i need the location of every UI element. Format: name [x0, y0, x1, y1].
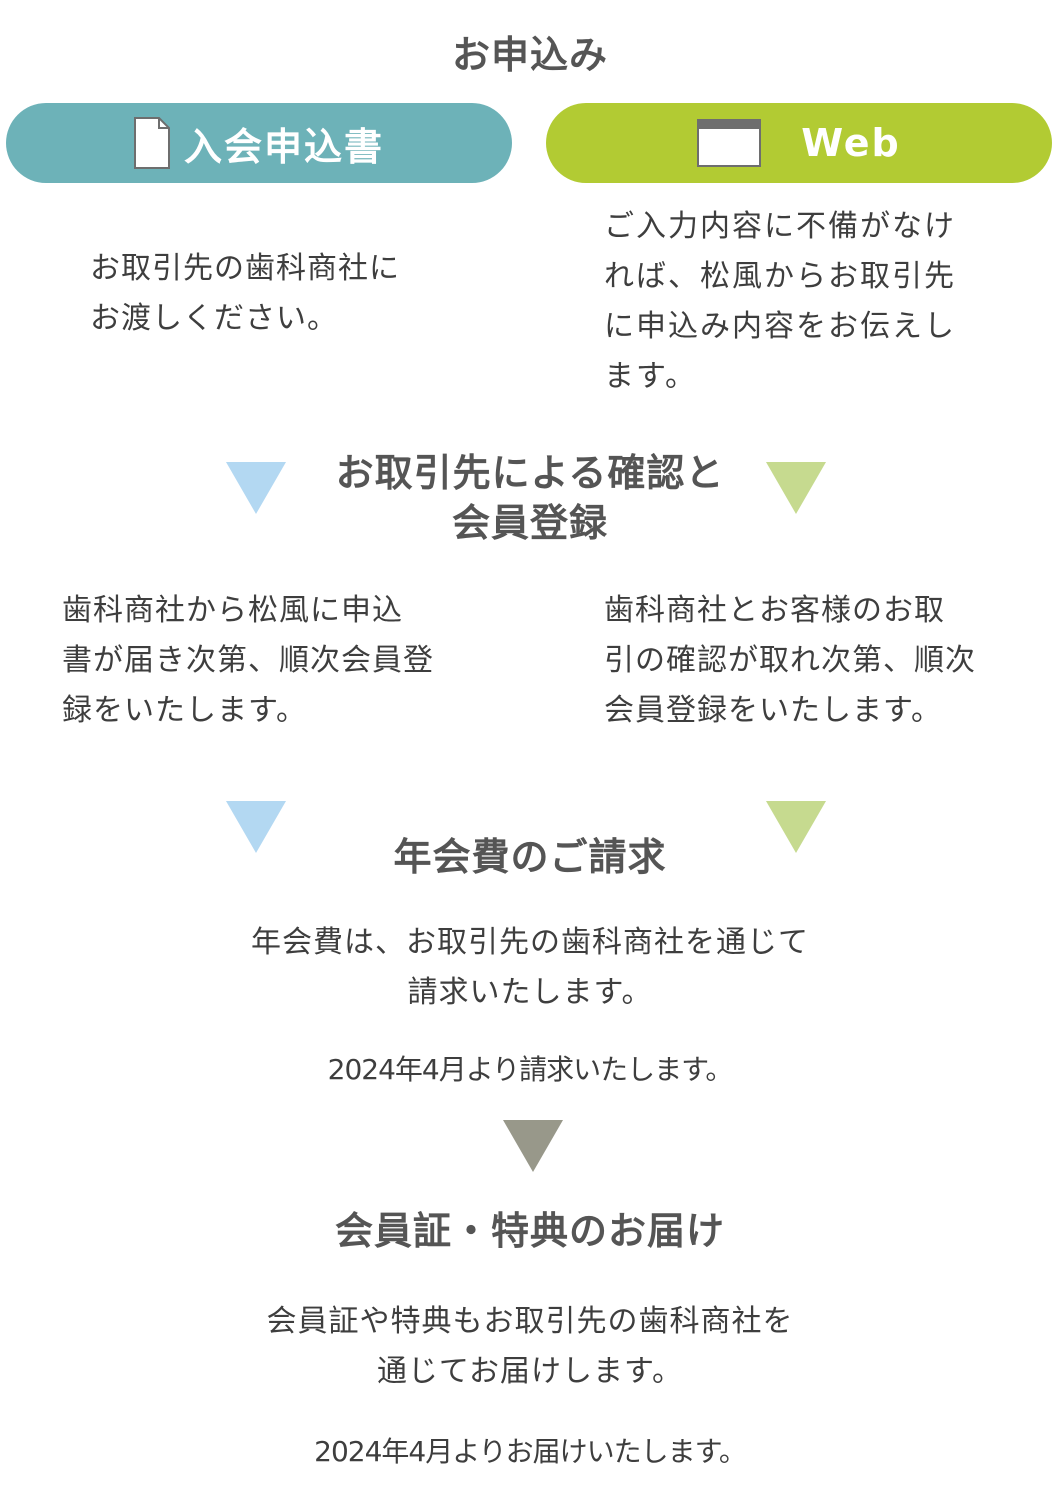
web-application-text: ご入力内容に不備がなけ れば、松風からお取引先 に申込み内容をお伝えし ます。: [604, 202, 1024, 402]
confirm-right-line: 引の確認が取れ次第、順次: [604, 643, 976, 678]
web-text-line: ご入力内容に不備がなけ: [604, 209, 956, 244]
fee-heading: 年会費のご請求: [393, 835, 667, 879]
fee-text-line: 請求いたします。: [407, 975, 653, 1010]
arrow-down-gray-icon: [503, 1120, 563, 1172]
confirm-heading: お取引先による確認と 会員登録: [0, 448, 1060, 548]
confirm-right-line: 会員登録をいたします。: [604, 693, 942, 728]
web-application-pill: Web: [546, 103, 1052, 183]
confirm-web-text: 歯科商社とお客様のお取 引の確認が取れ次第、順次 会員登録をいたします。: [604, 586, 1024, 736]
arrow-down-green-icon: [766, 462, 826, 514]
card-text-line: 通じてお届けします。: [376, 1354, 684, 1389]
confirm-paper-text: 歯科商社から松風に申込 書が届き次第、順次会員登 録をいたします。: [62, 586, 522, 736]
card-heading: 会員証・特典のお届け: [334, 1209, 725, 1253]
web-text-line: ます。: [604, 359, 697, 394]
arrow-down-green-icon: [766, 801, 826, 853]
paper-application-label: 入会申込書: [183, 124, 384, 169]
web-application-label: Web: [801, 121, 901, 165]
paper-application-text: お取引先の歯科商社に お渡しください。: [90, 244, 510, 344]
confirm-left-line: 録をいたします。: [62, 693, 307, 728]
browser-window-icon: [697, 119, 762, 167]
document-icon: [133, 117, 170, 169]
confirm-left-line: 書が届き次第、順次会員登: [62, 643, 434, 678]
paper-application-pill: 入会申込書: [6, 103, 512, 183]
fee-note: 2024年4月より請求いたします。: [327, 1053, 734, 1086]
card-text-line: 会員証や特典もお取引先の歯科商社を: [266, 1304, 794, 1339]
card-note: 2024年4月よりお届けいたします。: [314, 1435, 747, 1468]
card-text: 会員証や特典もお取引先の歯科商社を 通じてお届けします。: [0, 1297, 1060, 1397]
confirm-heading-line: お取引先による確認と: [335, 451, 725, 495]
fee-text-line: 年会費は、お取引先の歯科商社を通じて: [251, 925, 809, 960]
arrow-down-blue-icon: [226, 462, 286, 514]
arrow-down-blue-icon: [226, 801, 286, 853]
paper-text-line: お取引先の歯科商社に: [90, 251, 400, 286]
confirm-left-line: 歯科商社から松風に申込: [62, 593, 403, 628]
confirm-right-line: 歯科商社とお客様のお取: [604, 593, 945, 628]
apply-heading: お申込み: [451, 33, 608, 77]
fee-text: 年会費は、お取引先の歯科商社を通じて 請求いたします。: [0, 918, 1060, 1018]
web-text-line: に申込み内容をお伝えし: [604, 309, 956, 344]
web-text-line: れば、松風からお取引先: [604, 259, 956, 294]
confirm-heading-line: 会員登録: [451, 501, 608, 545]
paper-text-line: お渡しください。: [90, 301, 338, 336]
